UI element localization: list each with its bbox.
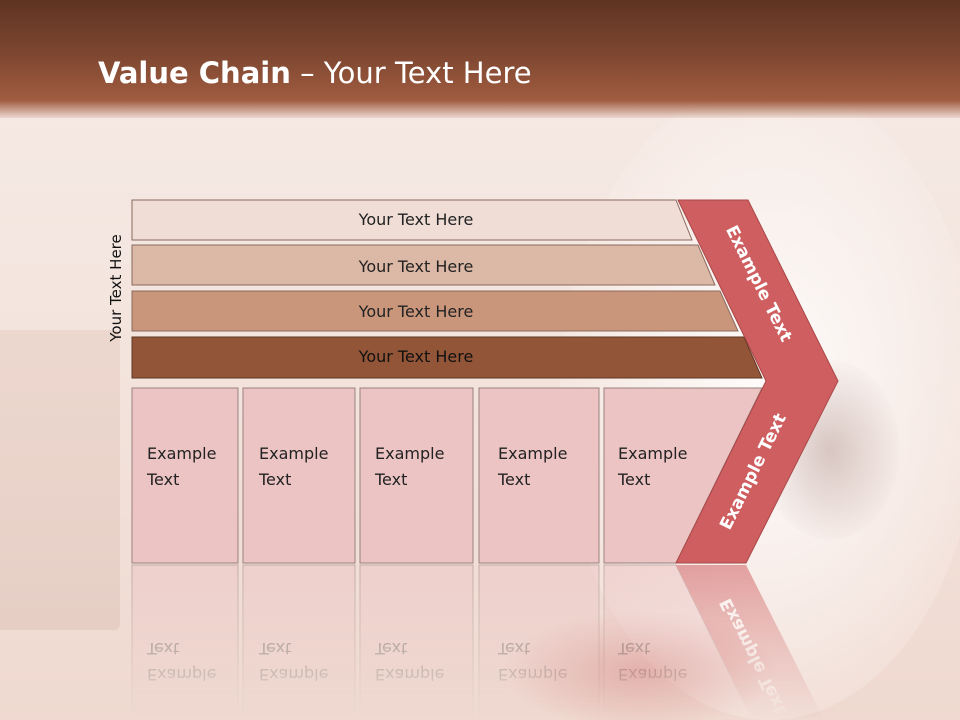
band-2: Your Text Here [131, 244, 716, 286]
reflect-text: Text [146, 639, 179, 658]
reflect-text: Text [374, 639, 407, 658]
box-3: Example Text [359, 387, 474, 564]
band-4: Your Text Here [131, 336, 763, 379]
background-photo-box [0, 330, 120, 630]
band-1: Your Text Here [131, 199, 693, 241]
box-shape [242, 387, 356, 564]
reflect-box [131, 564, 239, 720]
box-line2: Text [146, 470, 179, 489]
reflect-text: Text [258, 639, 291, 658]
title-bar: Value Chain – Your Text Here [0, 0, 960, 118]
reflect-text: Example [618, 665, 687, 684]
band-label: Your Text Here [358, 302, 474, 321]
band-label: Your Text Here [358, 210, 474, 229]
box-line2: Text [374, 470, 407, 489]
box-line1: Example [259, 444, 328, 463]
reflect-box [478, 564, 600, 720]
reflect-text: Example [147, 665, 216, 684]
box-line1: Example [147, 444, 216, 463]
band-3: Your Text Here [131, 290, 739, 332]
reflect-chevron [676, 565, 825, 720]
reflect-text: Text [617, 639, 650, 658]
box-1: Example Text [131, 387, 239, 564]
reflect-text: Text [497, 639, 530, 658]
box-line2: Text [258, 470, 291, 489]
band-shape [131, 199, 693, 241]
box-2: Example Text [242, 387, 356, 564]
box-line1: Example [375, 444, 444, 463]
reflect-box [242, 564, 356, 720]
box-5: Example Text [603, 387, 763, 564]
slide-title: Value Chain – Your Text Here [98, 56, 532, 90]
box-shape [359, 387, 474, 564]
band-shape [131, 290, 739, 332]
band-label: Your Text Here [358, 257, 474, 276]
band-shape [131, 244, 716, 286]
reflect-box [359, 564, 474, 720]
box-shape [478, 387, 600, 564]
diagram-reflection: Example Text Example Text Example Text E… [131, 564, 825, 720]
box-shape [131, 387, 239, 564]
reflect-text: Example [259, 665, 328, 684]
reflect-text: Example [375, 665, 444, 684]
title-bold: Value Chain [98, 56, 291, 90]
band-label: Your Text Here [358, 347, 474, 366]
title-rest: – Your Text Here [290, 56, 532, 90]
box-line2: Text [497, 470, 530, 489]
reflect-text: Example [498, 665, 567, 684]
box-line2: Text [617, 470, 650, 489]
box-4: Example Text [478, 387, 600, 564]
chevron-shape [675, 199, 839, 564]
box-line1: Example [618, 444, 687, 463]
band-shape [131, 336, 763, 379]
box-line1: Example [498, 444, 567, 463]
